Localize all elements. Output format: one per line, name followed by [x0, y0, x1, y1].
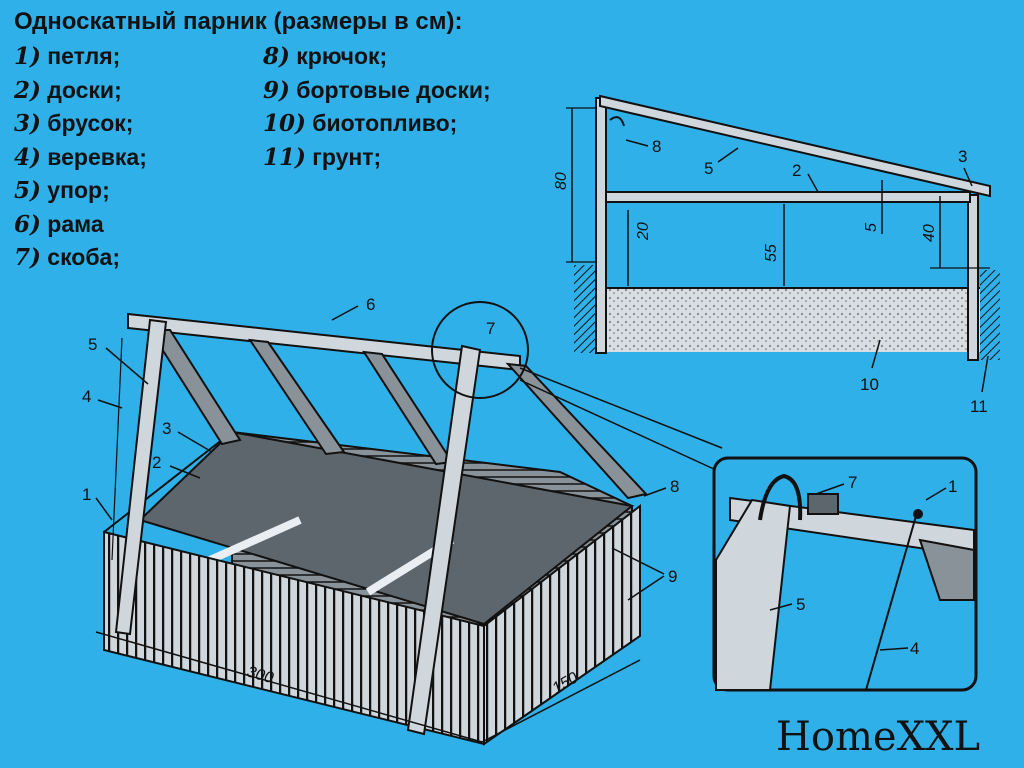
- callout-1: 1: [82, 485, 91, 504]
- callout-10: 10: [860, 375, 879, 394]
- legend-item: 5) упор;: [14, 177, 110, 204]
- brand-watermark: HomeXXL: [776, 714, 981, 760]
- detail-rope: [865, 515, 917, 691]
- hinge-icon: [913, 509, 923, 519]
- prop-left: [114, 318, 168, 636]
- legend-item: 7) скоба;: [14, 244, 120, 271]
- callout-5: 5: [704, 159, 713, 178]
- callout-6: 6: [366, 295, 375, 314]
- legend-right: 8) крючок; 9) бортовые доски; 10) биотоп…: [263, 40, 491, 174]
- callout-9: 9: [668, 567, 677, 586]
- dim-80: 80: [553, 172, 570, 190]
- legend-item: 1) петля;: [14, 43, 121, 70]
- legend-item: 11) грунт;: [263, 143, 382, 171]
- callout-7: 7: [486, 319, 495, 338]
- callout-8: 8: [652, 137, 661, 156]
- detail-callout-4: 4: [910, 639, 919, 658]
- callout-3: 3: [958, 147, 967, 166]
- page-title: Односкатный парник (размеры в см):: [14, 8, 463, 35]
- sloped-frame: [599, 94, 991, 198]
- legend-item: 2) доски;: [14, 76, 122, 104]
- rope: [111, 337, 123, 561]
- cross-section-drawing: 8 5 2 3 10 11 80 20 55 5 40: [553, 94, 1000, 416]
- callout-3: 3: [162, 419, 171, 438]
- callout-2: 2: [792, 161, 801, 180]
- legend-left: 1) петля; 2) доски; 3) брусок; 4) веревк…: [14, 40, 147, 275]
- callout-4: 4: [82, 387, 91, 406]
- callout-5: 5: [88, 335, 97, 354]
- bracket-icon: [758, 473, 803, 521]
- detail-callout-7: 7: [848, 473, 857, 492]
- dim-5: 5: [863, 223, 880, 232]
- legend-item: 10) биотопливо;: [263, 110, 458, 137]
- right-post: [967, 194, 979, 361]
- callout-11: 11: [970, 397, 988, 416]
- legend-item: 8) крючок;: [263, 43, 388, 70]
- legend-item: 4) веревка;: [14, 143, 147, 171]
- isometric-drawing: 6 7 5 4 3 2 1 8 9 300 150: [82, 295, 723, 746]
- callout-8: 8: [670, 477, 679, 496]
- legend-item: 3) брусок;: [14, 110, 134, 137]
- side-boards: [483, 503, 641, 746]
- detail-inset: 7 1 5 4: [712, 456, 978, 692]
- biofuel-layer: [600, 288, 980, 352]
- detail-callout-5: 5: [796, 595, 805, 614]
- dim-20: 20: [635, 222, 652, 241]
- detail-callout-1: 1: [948, 477, 957, 496]
- detail-marker-circle: [431, 301, 529, 399]
- horizontal-board: [605, 191, 971, 203]
- callout-2: 2: [152, 453, 161, 472]
- detail-prop: [715, 498, 792, 691]
- legend-item: 9) бортовые доски;: [263, 76, 491, 104]
- left-post: [595, 97, 607, 354]
- dim-300: 300: [245, 664, 275, 688]
- prop-right: [406, 344, 482, 736]
- legend-item: 6) рама: [14, 210, 104, 238]
- hook-icon: [609, 116, 625, 127]
- dim-40: 40: [921, 224, 938, 242]
- dim-55: 55: [763, 244, 780, 262]
- ground-right: [980, 270, 1000, 360]
